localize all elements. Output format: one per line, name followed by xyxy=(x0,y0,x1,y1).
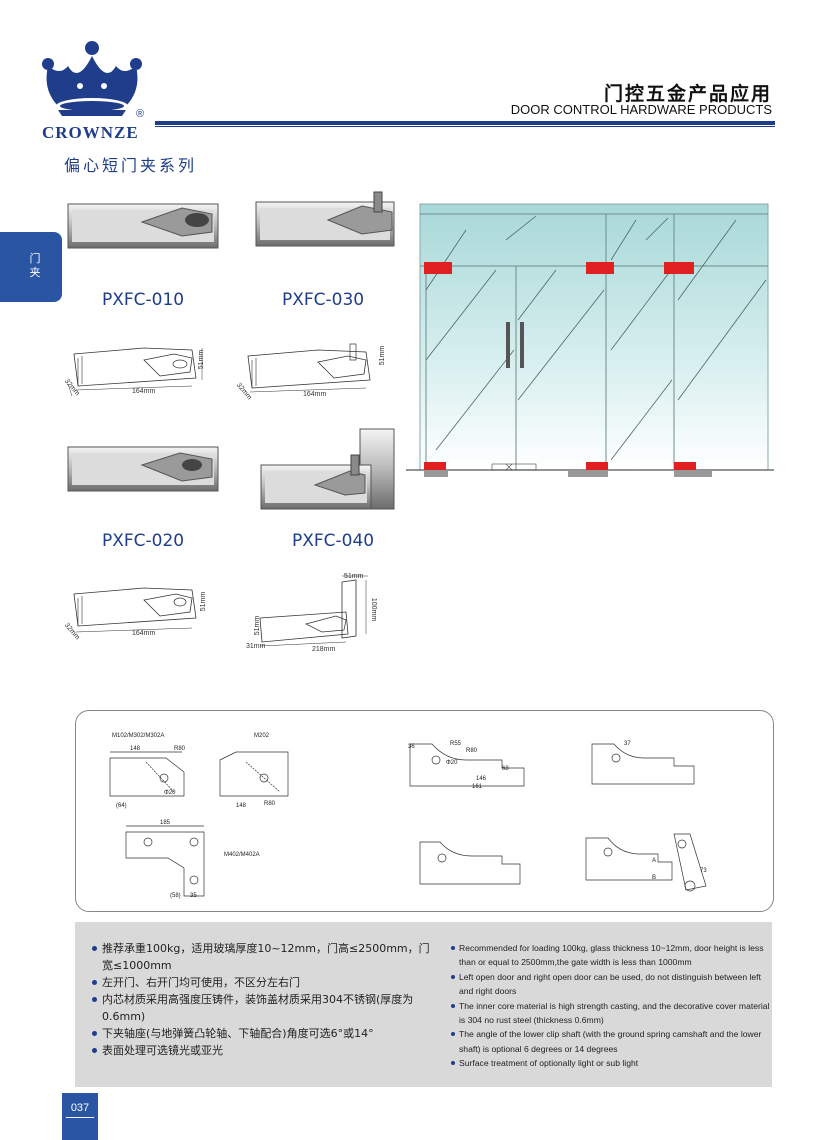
dim-side-height: 100mm xyxy=(370,597,378,622)
dim-label: 68 xyxy=(502,766,509,772)
dim-label: R80 xyxy=(174,746,186,752)
dim-label: B xyxy=(652,875,657,881)
dim-label: 185 xyxy=(160,820,171,826)
dim-height: 51mm xyxy=(254,615,262,636)
dim-label: R80 xyxy=(466,748,478,754)
dim-length: 218mm xyxy=(312,646,336,653)
dim-label: 148 xyxy=(130,746,141,752)
side-tab-label: 门夹 xyxy=(29,252,41,279)
drawing-profile-c xyxy=(419,841,521,885)
notes-en-list: Recommended for loading 100kg, glass thi… xyxy=(451,941,771,1071)
drawing-profile-a xyxy=(409,743,525,787)
dim-height: 51mm xyxy=(200,591,208,612)
dim-label: (64) xyxy=(116,803,127,809)
dim-label: R80 xyxy=(264,801,276,807)
dim-top-width: 51mm xyxy=(344,573,364,580)
dim-height: 51mm xyxy=(198,349,206,370)
model-label: PXFC-010 xyxy=(102,290,185,310)
dim-label: 148 xyxy=(236,803,247,809)
line-drawing-pxfc-040 xyxy=(259,575,368,647)
dim-label: 73 xyxy=(700,868,707,874)
notes-cn-list: 推荐承重100kg，适用玻璃厚度10~12mm，门高≤2500mm，门宽≤100… xyxy=(92,940,437,1059)
note-en: The inner core material is high strength… xyxy=(451,999,771,1028)
header-rule xyxy=(155,121,775,125)
dim-label: (58) xyxy=(170,893,181,899)
drawing-profile-d xyxy=(585,833,707,892)
dim-label: 37 xyxy=(624,741,631,747)
drawing-title: M202 xyxy=(254,733,270,739)
line-drawing-pxfc-020 xyxy=(73,587,197,633)
drawing-title: M102/M302/M302A xyxy=(112,733,165,739)
note-en: Left open door and right open door can b… xyxy=(451,970,771,999)
note-en: The angle of the lower clip shaft (with … xyxy=(451,1027,771,1056)
dim-length: 164mm xyxy=(132,630,156,637)
note-en: Recommended for loading 100kg, glass thi… xyxy=(451,941,771,970)
line-drawing-pxfc-030 xyxy=(247,343,371,393)
product-photo-pxfc-020 xyxy=(67,446,219,492)
header-rule-thin xyxy=(155,126,775,127)
product-photo-pxfc-030 xyxy=(255,191,395,247)
note-cn: 推荐承重100kg，适用玻璃厚度10~12mm，门高≤2500mm，门宽≤100… xyxy=(92,940,437,974)
drawing-title: M402/M402A xyxy=(224,852,260,858)
drawing-m102 xyxy=(109,751,185,797)
drawing-profile-b xyxy=(591,743,695,785)
line-drawing-pxfc-010 xyxy=(67,347,203,397)
drawing-m202 xyxy=(219,751,289,797)
dim-height: 51mm xyxy=(379,345,387,366)
side-tab[interactable]: 门夹 xyxy=(0,232,62,302)
dim-label: 36 xyxy=(408,744,415,750)
dim-label: A xyxy=(652,858,657,864)
product-photo-pxfc-010 xyxy=(67,203,219,249)
header-title-cn: 门控五金产品应用 xyxy=(603,83,772,105)
model-label: PXFC-020 xyxy=(102,531,185,551)
dim-label: 35 xyxy=(190,893,197,899)
dim-length: 164mm xyxy=(132,388,156,395)
model-label: PXFC-040 xyxy=(292,531,375,551)
dim-label: 146 xyxy=(476,776,487,782)
page-number: 037 xyxy=(70,1102,90,1114)
model-label: PXFC-030 xyxy=(282,290,365,310)
dim-label: Φ20 xyxy=(164,790,176,796)
dim-label: 161 xyxy=(472,784,483,790)
page-number-box xyxy=(62,1093,98,1140)
registered-mark: ® xyxy=(136,108,145,120)
dim-depth: 31mm xyxy=(246,643,266,650)
technical-drawing-panel xyxy=(75,710,774,912)
header-title-en: DOOR CONTROL HARDWARE PRODUCTS xyxy=(510,102,772,117)
glass-door-illustration xyxy=(406,203,774,477)
dim-label: Φ20 xyxy=(446,760,458,766)
page-number-rule xyxy=(66,1117,94,1118)
brand-name: CROWNZE xyxy=(42,123,139,142)
dim-label: R55 xyxy=(450,741,462,747)
note-cn: 下夹轴座(与地弹簧凸轮轴、下轴配合)角度可选6°或14° xyxy=(92,1025,437,1042)
notes-box xyxy=(75,922,772,1087)
dim-length: 164mm xyxy=(303,391,327,398)
series-title: 偏心短门夹系列 xyxy=(64,156,198,175)
drawing-m402 xyxy=(125,825,205,897)
note-en: Surface treatment of optionally light or… xyxy=(451,1056,771,1070)
product-photo-pxfc-040 xyxy=(260,428,395,510)
crown-logo xyxy=(42,41,142,116)
note-cn: 左开门、右开门均可使用，不区分左右门 xyxy=(92,974,437,991)
note-cn: 内芯材质采用高强度压铸件，装饰盖材质采用304不锈钢(厚度为0.6mm) xyxy=(92,991,437,1025)
note-cn: 表面处理可选镜光或亚光 xyxy=(92,1042,437,1059)
